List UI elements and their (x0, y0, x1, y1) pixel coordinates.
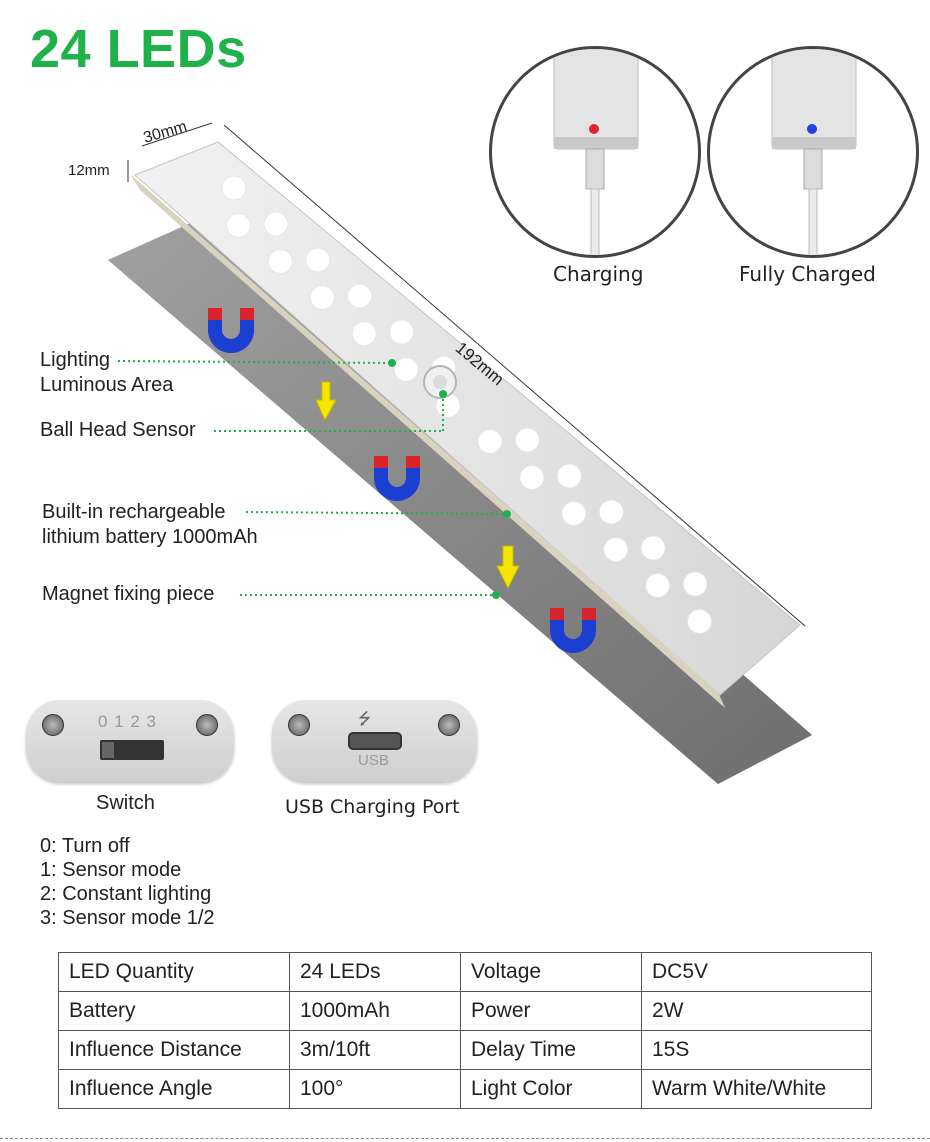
led-icon (263, 211, 289, 237)
screw-icon (288, 714, 310, 736)
light-bar-illustration (108, 122, 812, 784)
led-icon (687, 609, 712, 634)
table-cell: 2W (641, 991, 872, 1031)
led-icon (561, 501, 587, 526)
mode-item: 2: Constant lighting (40, 883, 212, 905)
table-cell: Battery (58, 991, 290, 1031)
screw-icon (438, 714, 460, 736)
fully-charged-label: Fully Charged (739, 262, 876, 286)
lighting-label-line1: Lighting (40, 349, 111, 371)
bottom-divider (0, 1138, 930, 1139)
yellow-arrow-icon (315, 381, 337, 422)
table-cell: Warm White/White (641, 1069, 872, 1109)
magnet-fixing-label: Magnet fixing piece (42, 583, 215, 605)
led-icon (640, 535, 666, 561)
mode-item: 1: Sensor mode (40, 859, 182, 881)
table-cell: Influence Angle (58, 1069, 290, 1109)
lighting-label-line2: Luminous Area (40, 374, 174, 396)
usb-port (348, 732, 402, 750)
table-row: LED Quantity 24 LEDs Voltage DC5V (58, 952, 872, 992)
table-cell: DC5V (641, 952, 872, 992)
led-icon (267, 249, 293, 274)
led-icon (682, 571, 708, 597)
mode-item: 0: Turn off (40, 835, 130, 857)
table-cell: 15S (641, 1030, 872, 1070)
page-title: 24 LEDs (30, 19, 247, 79)
led-icon (477, 429, 503, 454)
led-icon (221, 175, 247, 201)
led-icon (645, 573, 671, 598)
led-icon (598, 499, 624, 525)
usb-caption: USB Charging Port (285, 796, 460, 818)
charging-indicator-image (489, 46, 701, 258)
switch-modes-list: 0: Turn off 1: Sensor mode 2: Constant l… (40, 834, 215, 930)
charging-label: Charging (553, 262, 644, 286)
table-cell: 24 LEDs (289, 952, 461, 992)
table-cell: 3m/10ft (289, 1030, 461, 1070)
charged-indicator-image (707, 46, 919, 258)
led-icon (226, 213, 251, 238)
charging-plug-icon (553, 49, 639, 255)
table-cell: 100° (289, 1069, 461, 1109)
battery-label-line1: Built-in rechargeable (42, 501, 226, 523)
switch-caption: Switch (96, 792, 155, 814)
table-cell: 1000mAh (289, 991, 461, 1031)
led-icon (347, 283, 373, 309)
lighting-area-label: Lighting Luminous Area (40, 348, 173, 398)
led-icon (389, 319, 415, 345)
switch-slider (100, 740, 164, 760)
led-icon (514, 427, 540, 453)
table-cell: Power (460, 991, 642, 1031)
led-icon (305, 247, 331, 273)
magnet-icon (374, 456, 420, 501)
mode-item: 3: Sensor mode 1/2 (40, 907, 215, 929)
led-icon (603, 537, 629, 562)
switch-positions: 0 1 2 3 (98, 712, 157, 731)
table-row: Influence Angle 100° Light Color Warm Wh… (58, 1069, 872, 1109)
usb-panel: ⭍ USB (272, 700, 477, 782)
table-row: Influence Distance 3m/10ft Delay Time 15… (58, 1030, 872, 1070)
usb-symbol-icon: ⭍ (358, 711, 372, 728)
led-icon (393, 357, 419, 382)
charged-plug-icon (771, 49, 857, 255)
table-cell: Influence Distance (58, 1030, 290, 1070)
spec-table: LED Quantity 24 LEDs Voltage DC5V Batter… (58, 952, 872, 1109)
switch-panel: 0 1 2 3 (26, 700, 234, 782)
table-row: Battery 1000mAh Power 2W (58, 991, 872, 1031)
battery-label-line2: lithium battery 1000mAh (42, 526, 258, 548)
table-cell: Delay Time (460, 1030, 642, 1070)
yellow-arrow-icon (496, 545, 520, 590)
screw-icon (196, 714, 218, 736)
led-icon (519, 465, 545, 490)
battery-label: Built-in rechargeable lithium battery 10… (42, 500, 258, 550)
magnet-icon (208, 308, 254, 353)
led-icon (556, 463, 582, 489)
usb-label: USB (358, 752, 389, 769)
led-icon (351, 321, 377, 346)
led-icon (309, 285, 335, 310)
light-bar-body (134, 141, 801, 696)
table-cell: Voltage (460, 952, 642, 992)
table-cell: Light Color (460, 1069, 642, 1109)
height-dimension-label: 12mm (68, 162, 110, 179)
ball-head-sensor-label: Ball Head Sensor (40, 419, 196, 441)
table-cell: LED Quantity (58, 952, 290, 992)
magnet-icon (550, 608, 596, 653)
screw-icon (42, 714, 64, 736)
